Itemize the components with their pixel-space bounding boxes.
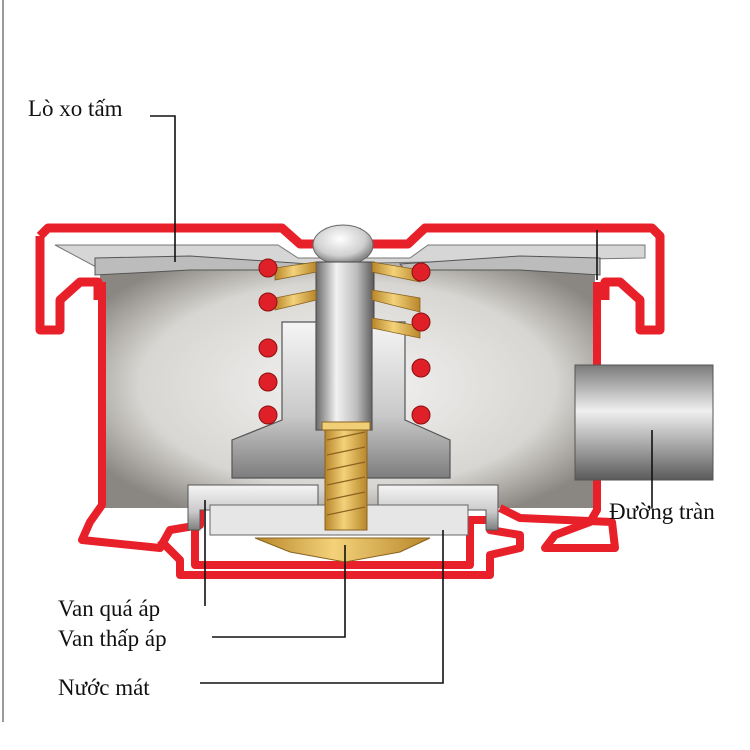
label-overpressure-valve: Van quá áp (58, 596, 161, 621)
valve-body-upper (231, 321, 451, 479)
top-rivet-knob (312, 224, 374, 266)
label-coolant: Nước mát (58, 675, 150, 700)
label-leaf-spring: Lò xo tấm (28, 96, 123, 121)
cap-shell-outer (36, 223, 665, 335)
housing-bottom (157, 516, 524, 579)
housing-right-wall (498, 282, 619, 552)
central-stem (315, 261, 375, 438)
low-pressure-valve-disc (254, 537, 431, 563)
left-border-line (2, 0, 4, 722)
leader-lines (150, 115, 653, 684)
coil-spring-strips (274, 261, 421, 339)
label-underpressure-valve: Van thấp áp (58, 626, 167, 651)
coil-spring-coils (258, 258, 431, 425)
label-overflow-line: Đường tràn (609, 499, 715, 524)
overflow-pipe (574, 364, 714, 481)
